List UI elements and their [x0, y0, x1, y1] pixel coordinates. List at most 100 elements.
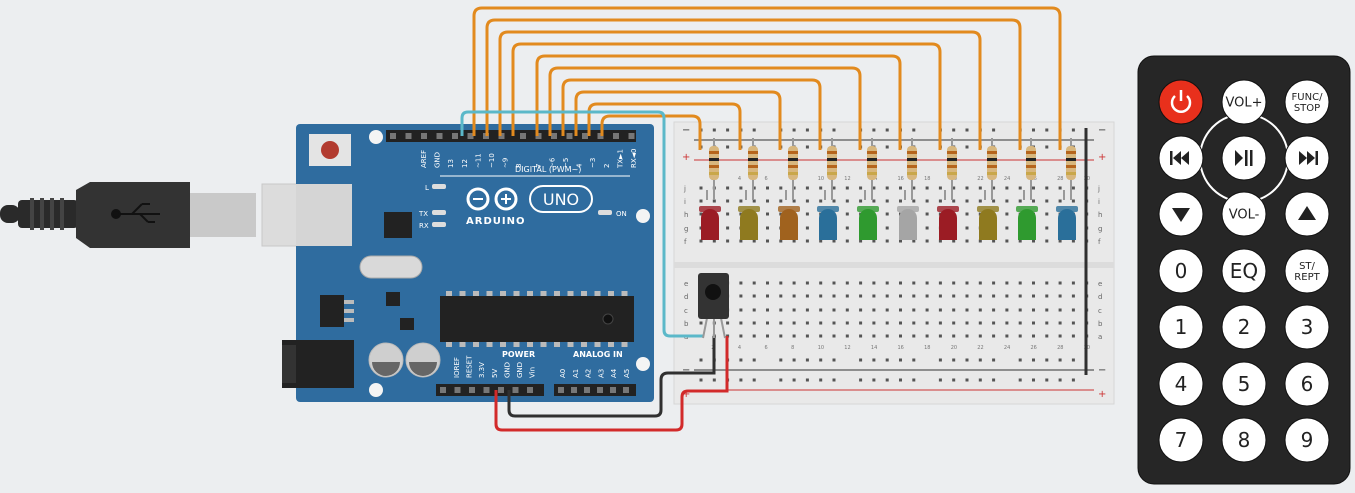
pin-label: 3.3V — [478, 362, 486, 378]
signal-wire[interactable] — [511, 42, 942, 150]
col-number: 26 — [1031, 345, 1037, 351]
vol-up-button[interactable]: VOL+ — [1221, 79, 1267, 125]
play-pause-button[interactable] — [1221, 135, 1267, 181]
digit-9-button[interactable]: 9 — [1284, 417, 1330, 463]
resistor[interactable] — [1066, 138, 1076, 190]
signal-wire[interactable] — [574, 90, 782, 150]
row-letter: g — [684, 225, 688, 233]
fast-forward-button[interactable] — [1284, 135, 1330, 181]
resistor[interactable] — [987, 138, 997, 190]
resistor[interactable] — [788, 138, 798, 190]
col-number: 24 — [1004, 345, 1010, 351]
power-button[interactable] — [1158, 79, 1204, 125]
digit-0-button[interactable]: 0 — [1158, 248, 1204, 294]
play-pause-icon — [1235, 150, 1253, 166]
resistor[interactable] — [1026, 138, 1036, 190]
usb-plug-metal — [190, 193, 256, 237]
pin-label: 8 — [515, 164, 523, 168]
reset-button[interactable] — [309, 134, 351, 166]
pin-label: ~11 — [474, 153, 482, 168]
remote-button-label: EQ — [1230, 259, 1258, 283]
led[interactable] — [1016, 190, 1038, 240]
pin-label: Vin — [529, 367, 537, 378]
digit-7-button[interactable]: 7 — [1158, 417, 1204, 463]
digit-8-button[interactable]: 8 — [1221, 417, 1267, 463]
resistor[interactable] — [748, 138, 758, 190]
signal-wire[interactable] — [498, 30, 982, 150]
led[interactable] — [1056, 190, 1078, 240]
remote-button-label: 5 — [1238, 372, 1251, 396]
resistor[interactable] — [907, 138, 917, 190]
breadboard[interactable]: − + − + − + − + jjiihhggffeeddccbbaa2244… — [673, 121, 1115, 405]
mount-hole — [369, 130, 383, 144]
pin-label: 4 — [576, 163, 584, 168]
signal-wire[interactable] — [535, 54, 902, 150]
digit-4-button[interactable]: 4 — [1158, 361, 1204, 407]
signal-wire[interactable] — [472, 6, 1062, 150]
analog-label: ANALOG IN — [573, 350, 623, 359]
gnd-wire[interactable] — [507, 336, 716, 418]
signal-wire[interactable] — [485, 18, 1022, 150]
col-number: 4 — [738, 176, 741, 182]
pin-label: IOREF — [453, 357, 461, 378]
digit-6-button[interactable]: 6 — [1284, 361, 1330, 407]
digit-1-button[interactable]: 1 — [1158, 304, 1204, 350]
rewind-button[interactable] — [1158, 135, 1204, 181]
wires[interactable] — [460, 6, 1088, 432]
pin-label: ~5 — [562, 158, 570, 168]
resistor[interactable] — [947, 138, 957, 190]
resistor[interactable] — [867, 138, 877, 190]
remote-button-label: 9 — [1301, 428, 1314, 452]
led[interactable] — [897, 190, 919, 240]
col-number: 22 — [977, 176, 983, 182]
rail-minus-label: − — [682, 365, 690, 376]
remote-button-label: 6 — [1301, 372, 1314, 396]
st-rept-button[interactable]: ST/REPT — [1284, 248, 1330, 294]
led[interactable] — [857, 190, 879, 240]
eq-button[interactable]: EQ — [1221, 248, 1267, 294]
digital-label: DIGITAL (PWM~) — [515, 165, 581, 174]
col-number: 18 — [924, 176, 930, 182]
led-label-rx: RX — [419, 222, 429, 230]
remote-button-label: VOL+ — [1225, 96, 1262, 111]
func-stop-button[interactable]: FUNC/STOP — [1284, 79, 1330, 125]
rail-plus-label: + — [682, 389, 690, 400]
led[interactable] — [817, 190, 839, 240]
signal-wire[interactable] — [561, 78, 822, 150]
signal-wire[interactable] — [548, 66, 862, 150]
5v-wire[interactable] — [494, 336, 729, 432]
resistors[interactable] — [709, 138, 1076, 190]
digit-3-button[interactable]: 3 — [1284, 304, 1330, 350]
pin-label: RESET — [466, 355, 474, 378]
down-button[interactable] — [1158, 191, 1204, 237]
digit-2-button[interactable]: 2 — [1221, 304, 1267, 350]
mount-hole — [369, 383, 383, 397]
resistor[interactable] — [827, 138, 837, 190]
led[interactable] — [778, 190, 800, 240]
up-arrow-icon — [1298, 206, 1316, 220]
pin-label: RX◄0 — [630, 149, 638, 169]
voltage-regulator — [320, 295, 354, 327]
digital-header[interactable] — [386, 130, 636, 142]
pin-label: ~6 — [548, 157, 556, 168]
up-button[interactable] — [1284, 191, 1330, 237]
rail-plus-label: + — [682, 152, 690, 163]
row-letter: h — [1098, 211, 1102, 219]
resistor[interactable] — [709, 138, 719, 190]
led[interactable] — [937, 190, 959, 240]
vol-down-button[interactable]: VOL- — [1221, 191, 1267, 237]
leds[interactable] — [699, 190, 1078, 240]
signal-wire[interactable] — [587, 102, 742, 150]
ir-signal-wire[interactable] — [460, 110, 703, 338]
led[interactable] — [977, 190, 999, 240]
digit-5-button[interactable]: 5 — [1221, 361, 1267, 407]
usb-cable[interactable] — [0, 182, 349, 248]
rail-minus-label: − — [682, 125, 690, 136]
signal-wire[interactable] — [600, 114, 702, 150]
col-number: 10 — [818, 345, 824, 351]
led[interactable] — [738, 190, 760, 240]
ir-receiver[interactable] — [698, 273, 729, 339]
led[interactable] — [699, 190, 721, 240]
